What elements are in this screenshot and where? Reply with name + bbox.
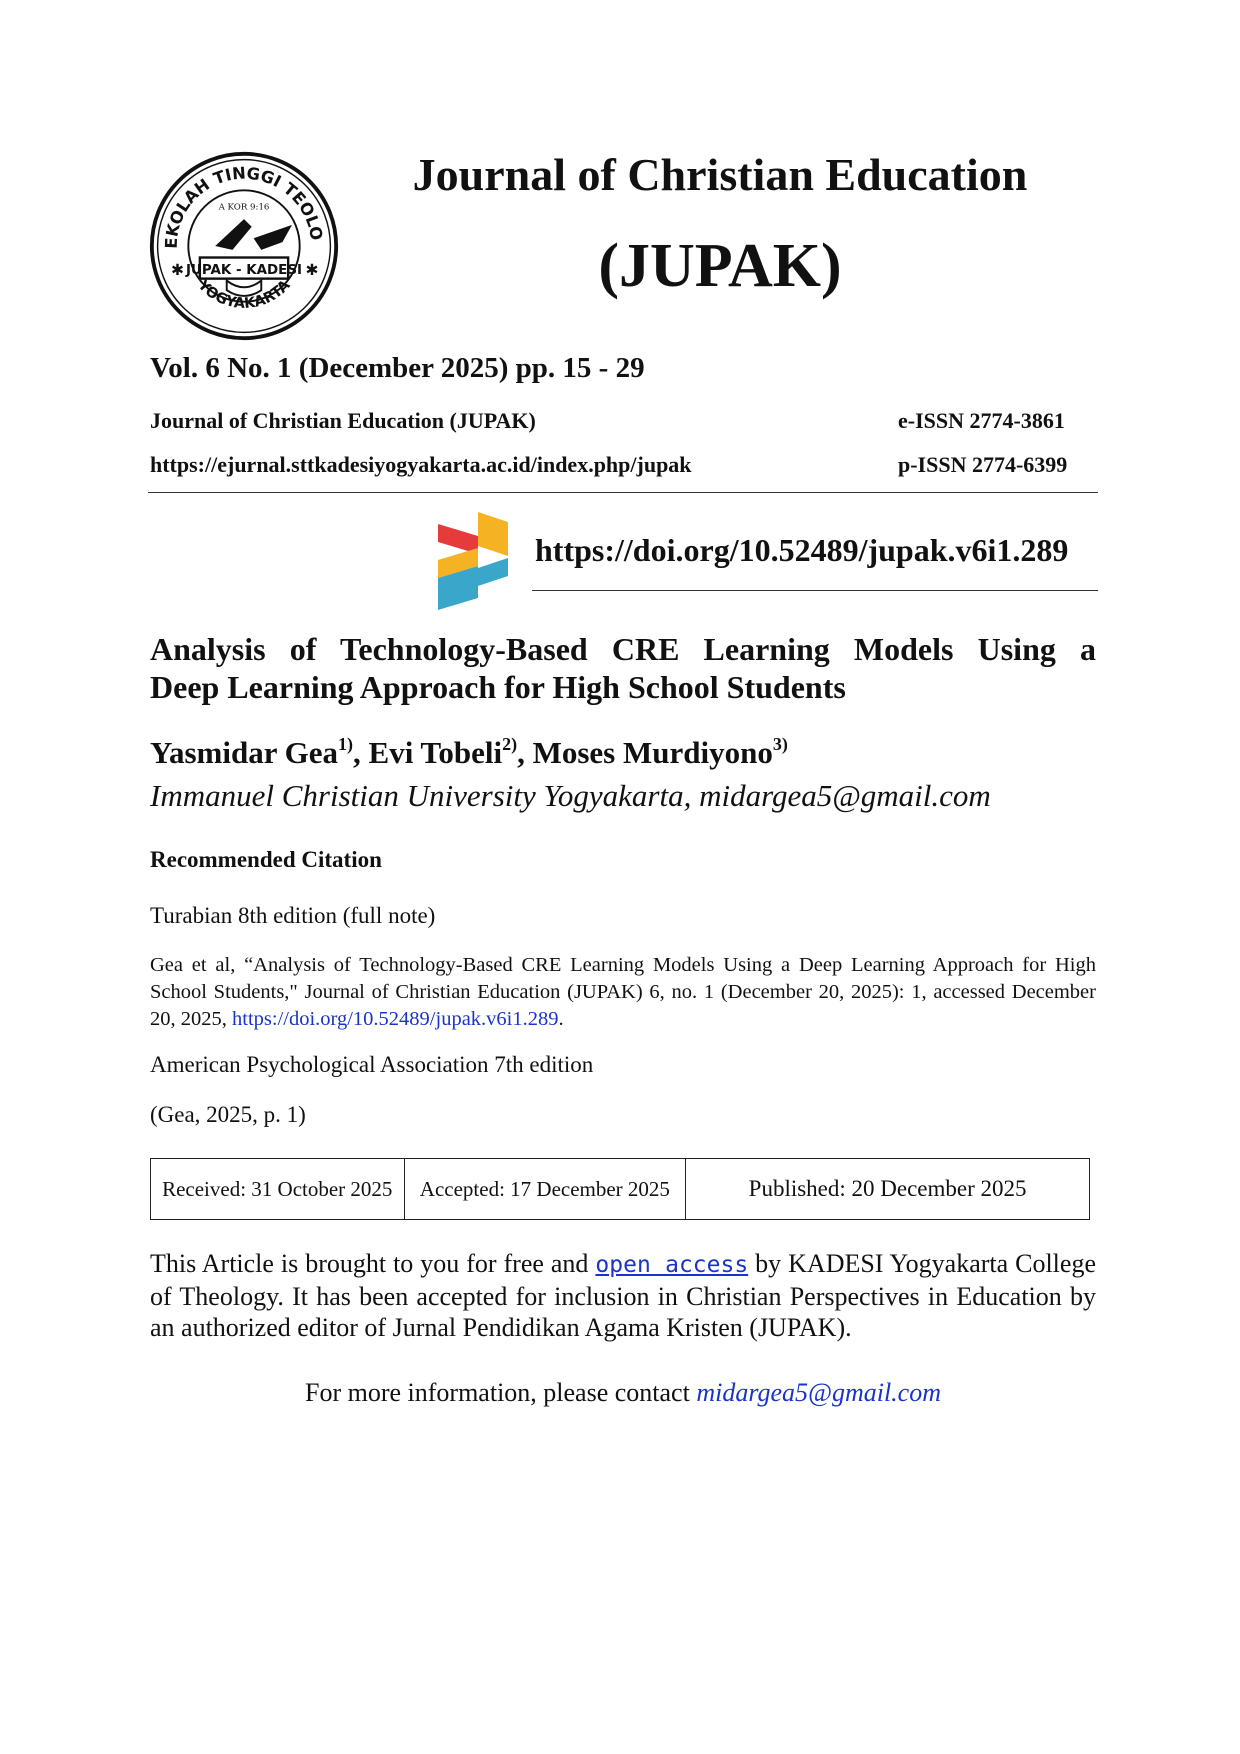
doi-underline xyxy=(532,590,1098,591)
header-divider xyxy=(148,492,1098,493)
author-name: Moses Murdiyono xyxy=(532,735,773,770)
access-text-before: This Article is brought to you for free … xyxy=(150,1249,596,1278)
article-title: Analysis of Technology-Based CRE Learnin… xyxy=(150,630,1096,706)
article-dates-table: Received: 31 October 2025 Accepted: 17 D… xyxy=(150,1158,1090,1220)
journal-url[interactable]: https://ejurnal.sttkadesiyogyakarta.ac.i… xyxy=(150,452,692,477)
volume-line: Vol. 6 No. 1 (December 2025) pp. 15 - 29 xyxy=(150,352,645,384)
open-access-link[interactable]: open access xyxy=(595,1252,749,1278)
journal-logo-seal: SEKOLAH TINGGI TEOLOGI YOGYAKARTA A KOR … xyxy=(148,150,339,341)
journal-title: Journal of Christian Education xyxy=(412,149,1028,200)
citation-style-turabian-label: Turabian 8th edition (full note) xyxy=(150,903,436,928)
citation-apa-text: (Gea, 2025, p. 1) xyxy=(150,1102,306,1127)
citation-heading: Recommended Citation xyxy=(150,847,382,872)
received-date: Received: 31 October 2025 xyxy=(150,1158,405,1220)
contact-line: For more information, please contact mid… xyxy=(150,1378,1096,1408)
published-date: Published: 20 December 2025 xyxy=(685,1158,1090,1220)
citation-turabian-text: Gea et al, “Analysis of Technology-Based… xyxy=(150,952,1096,1033)
open-access-notice: This Article is brought to you for free … xyxy=(150,1248,1096,1343)
author-name: Evi Tobeli xyxy=(368,735,503,770)
author-separator: , xyxy=(353,735,369,770)
svg-text:A KOR 9:16: A KOR 9:16 xyxy=(218,203,270,213)
contact-text: For more information, please contact xyxy=(305,1378,697,1407)
journal-name-line: Journal of Christian Education (JUPAK) xyxy=(150,408,536,433)
article-title-line1: Analysis of Technology-Based CRE Learnin… xyxy=(150,631,1096,667)
article-title-line2: Deep Learning Approach for High School S… xyxy=(150,669,846,705)
e-issn: e-ISSN 2774-3861 xyxy=(898,408,1065,433)
doi-link[interactable]: https://doi.org/10.52489/jupak.v6i1.289 xyxy=(535,532,1069,568)
svg-text:JUPAK - KADESI: JUPAK - KADESI xyxy=(185,263,302,278)
journal-abbreviation: (JUPAK) xyxy=(598,232,842,300)
citation-style-apa-label: American Psychological Association 7th e… xyxy=(150,1052,594,1077)
author-mark: 1) xyxy=(338,734,354,754)
p-issn: p-ISSN 2774-6399 xyxy=(898,452,1068,477)
crossref-doi-icon xyxy=(438,512,508,610)
access-text-after: by KADESI Yogyakarta College of Theology… xyxy=(150,1249,1096,1342)
author-mark: 2) xyxy=(502,734,518,754)
author-separator: , xyxy=(517,735,533,770)
citation-end: . xyxy=(558,1008,564,1030)
citation-doi-link[interactable]: https://doi.org/10.52489/jupak.v6i1.289 xyxy=(232,1008,559,1030)
author-list: Yasmidar Gea1), Evi Tobeli2), Moses Murd… xyxy=(150,734,788,771)
author-mark: 3) xyxy=(772,734,788,754)
author-affiliation: Immanuel Christian University Yogyakarta… xyxy=(150,778,991,813)
citation-body: Gea et al, “Analysis of Technology-Based… xyxy=(150,954,1096,1030)
svg-text:✱: ✱ xyxy=(305,262,318,279)
svg-text:✱: ✱ xyxy=(171,262,184,279)
author-name: Yasmidar Gea xyxy=(150,735,339,770)
contact-email-link[interactable]: midargea5@gmail.com xyxy=(696,1378,941,1407)
accepted-date: Accepted: 17 December 2025 xyxy=(403,1158,687,1220)
